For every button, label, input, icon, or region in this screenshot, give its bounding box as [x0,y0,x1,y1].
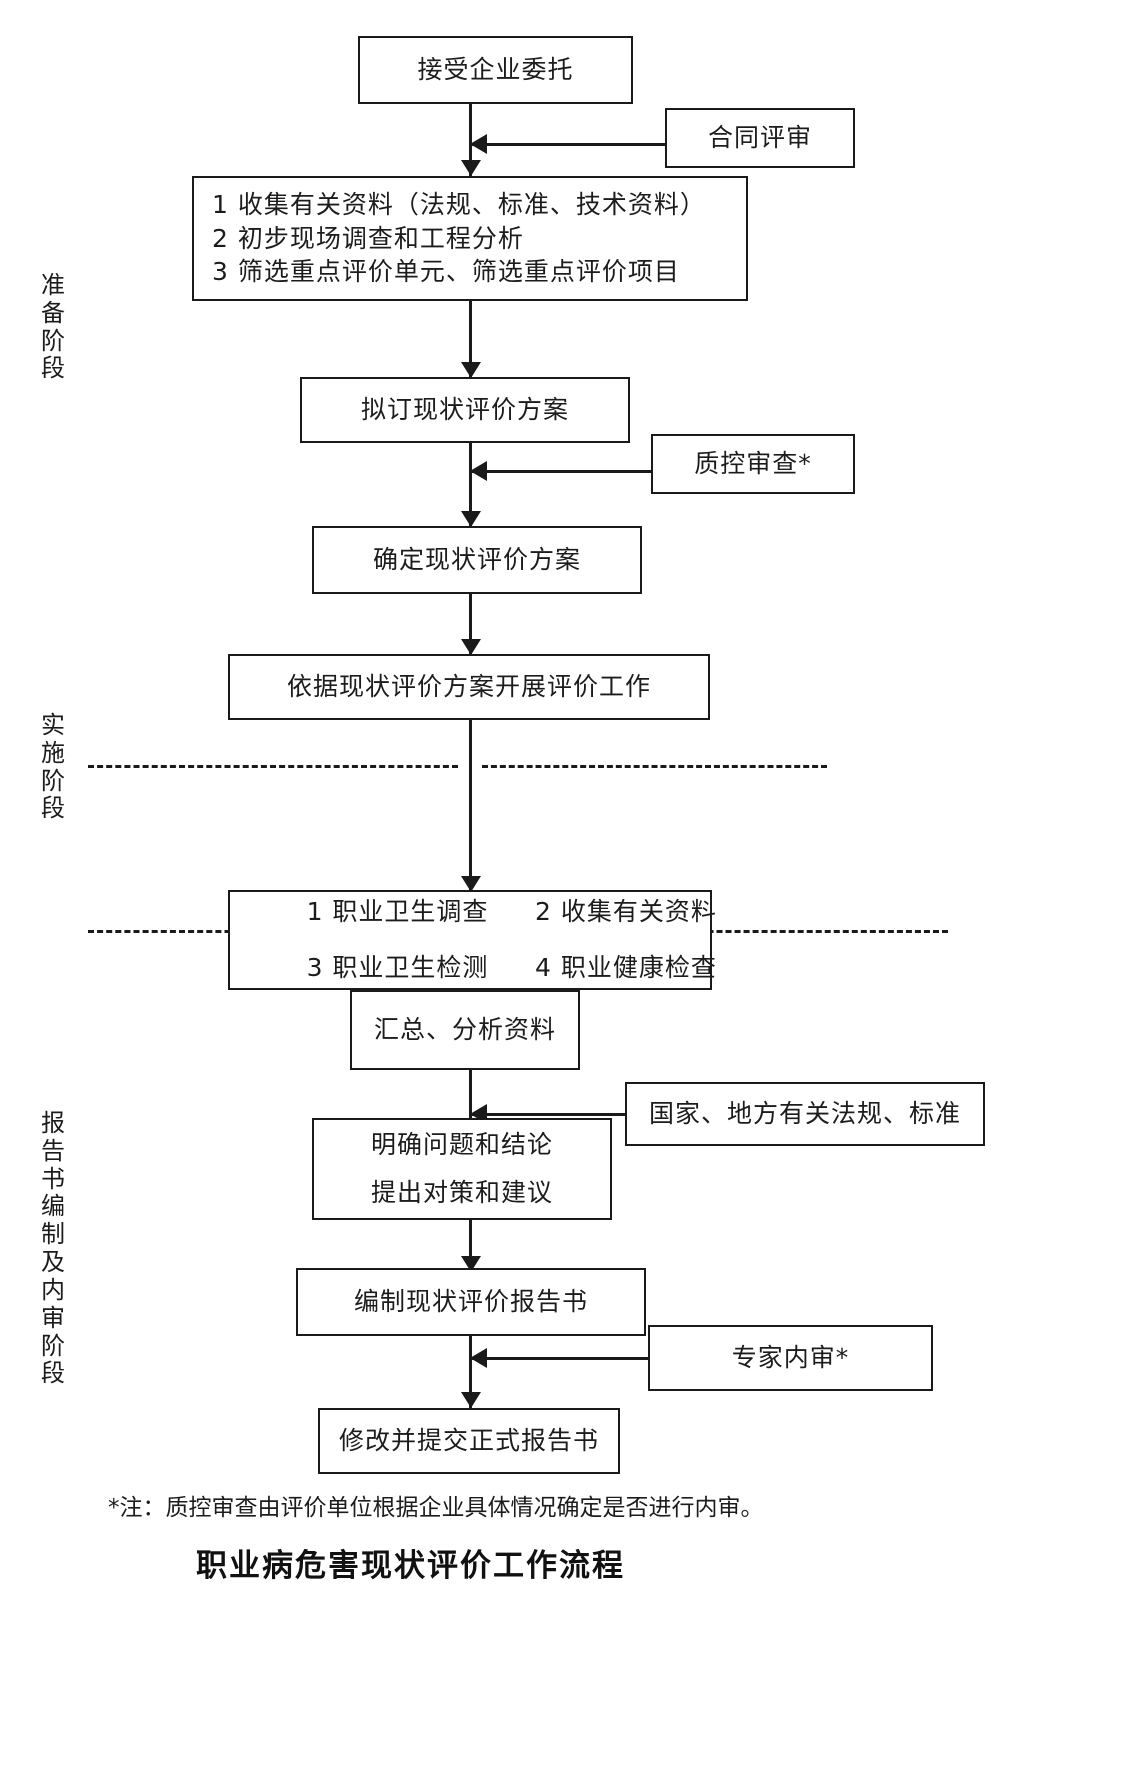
stage-char: 及 [41,1248,65,1277]
arrowhead-down-confirm [461,511,481,527]
node-label: 质控审查* [694,449,812,479]
stage-char: 阶 [41,326,65,355]
stage-char: 报 [41,1109,65,1137]
node-contract-review: 合同评审 [665,108,855,168]
survey-item-2: 2 收集有关资料 [535,897,717,927]
survey-item-4: 4 职业健康检查 [535,953,717,982]
arrowhead-down-carryout [461,639,481,655]
arrowhead-down-prep [461,160,481,176]
node-label: 专家内审* [731,1343,850,1373]
node-accept-commission: 接受企业委托 [358,36,633,104]
connector-draft-to-confirm [469,443,472,526]
node-expert-review: 专家内审* [648,1325,933,1391]
node-carry-out-evaluation: 依据现状评价方案开展评价工作 [228,654,710,720]
node-preparation-items: 1 收集有关资料（法规、标准、技术资料） 2 初步现场调查和工程分析 3 筛选重… [192,176,748,301]
connector-confirm-to-carryout [469,594,472,654]
node-label: 合同评审 [707,123,812,153]
conclusion-line-1: 明确问题和结论 [370,1130,553,1160]
connector-quality-review-to-main [470,470,652,473]
stage-separator-2-right [482,930,948,933]
stage-char: 段 [41,794,65,823]
stage-char: 备 [41,298,65,327]
arrowhead-left-expert-review [470,1348,487,1368]
node-quality-review: 质控审查* [651,434,855,494]
stage-char: 准 [41,271,65,299]
prep-item-2: 2 初步现场调查和工程分析 [212,223,524,253]
footnote-text: *注：质控审查由评价单位根据企业具体情况确定是否进行内审。 [108,1495,764,1521]
implementation-item-grid: 1 职业卫生调查 2 收集有关资料 3 职业卫生检测 4 职业健康检查 [230,895,716,985]
stage-char: 内 [41,1275,65,1304]
connector-conclusion-to-compile [469,1220,472,1268]
arrowhead-left-contract-review [470,134,487,154]
node-label: 修改并提交正式报告书 [338,1426,599,1456]
conclusion-line-2: 提出对策和建议 [370,1178,553,1207]
node-label: 编制现状评价报告书 [353,1287,588,1317]
stage-label-report: 报 告 书 编 制 及 内 审 阶 段 [38,1109,68,1388]
node-label: 国家、地方有关法规、标准 [648,1099,961,1129]
connector-regulations-to-main [470,1113,628,1116]
prep-item-3: 3 筛选重点评价单元、筛选重点评价项目 [212,257,680,287]
stage-char: 段 [41,1359,65,1388]
connector-compile-to-final [469,1336,472,1408]
node-label: 接受企业委托 [417,55,574,85]
node-compile-report: 编制现状评价报告书 [296,1268,646,1336]
connector-expert-review-to-main [470,1357,650,1360]
node-regulations-standards: 国家、地方有关法规、标准 [625,1082,985,1146]
connector-contract-review-to-main [470,143,666,146]
node-draft-plan: 拟订现状评价方案 [300,377,630,443]
stage-char: 书 [41,1164,65,1193]
diagram-caption: 职业病危害现状评价工作流程 [196,1548,625,1584]
stage-label-preparation: 准 备 阶 段 [38,271,68,383]
stage-char: 实 [41,711,65,739]
node-implementation-items: 1 职业卫生调查 2 收集有关资料 3 职业卫生检测 4 职业健康检查 [228,890,716,990]
node-label: 依据现状评价方案开展评价工作 [286,672,651,702]
node-final-report: 修改并提交正式报告书 [318,1408,620,1474]
node-label: 拟订现状评价方案 [360,395,569,425]
connector-prep-to-draft [469,301,472,377]
node-confirm-plan: 确定现状评价方案 [312,526,642,594]
connector-carryout-to-survey [469,720,472,890]
stage-char: 阶 [41,1331,65,1360]
survey-item-3: 3 职业卫生检测 [306,953,489,982]
arrowhead-left-quality-review [470,461,487,481]
node-conclusion-and-recommendation: 明确问题和结论 提出对策和建议 [312,1118,612,1220]
arrowhead-down-draft [461,362,481,378]
stage-char: 段 [41,354,65,383]
stage-char: 审 [41,1303,65,1332]
stage-char: 制 [41,1220,65,1249]
stage-label-implementation: 实 施 阶 段 [38,711,68,823]
node-label: 汇总、分析资料 [373,1015,556,1045]
arrowhead-down-final [461,1392,481,1408]
node-summarize-data: 汇总、分析资料 [350,990,580,1070]
arrowhead-down-survey [461,876,481,892]
stage-separator-1-left [88,765,458,768]
prep-item-1: 1 收集有关资料（法规、标准、技术资料） [212,189,706,219]
stage-char: 编 [41,1192,65,1221]
stage-separator-1-right [482,765,827,768]
stage-char: 告 [41,1136,65,1165]
stage-char: 施 [41,738,65,767]
survey-item-1: 1 职业卫生调查 [306,897,489,927]
node-label: 确定现状评价方案 [372,545,581,575]
stage-char: 阶 [41,766,65,795]
